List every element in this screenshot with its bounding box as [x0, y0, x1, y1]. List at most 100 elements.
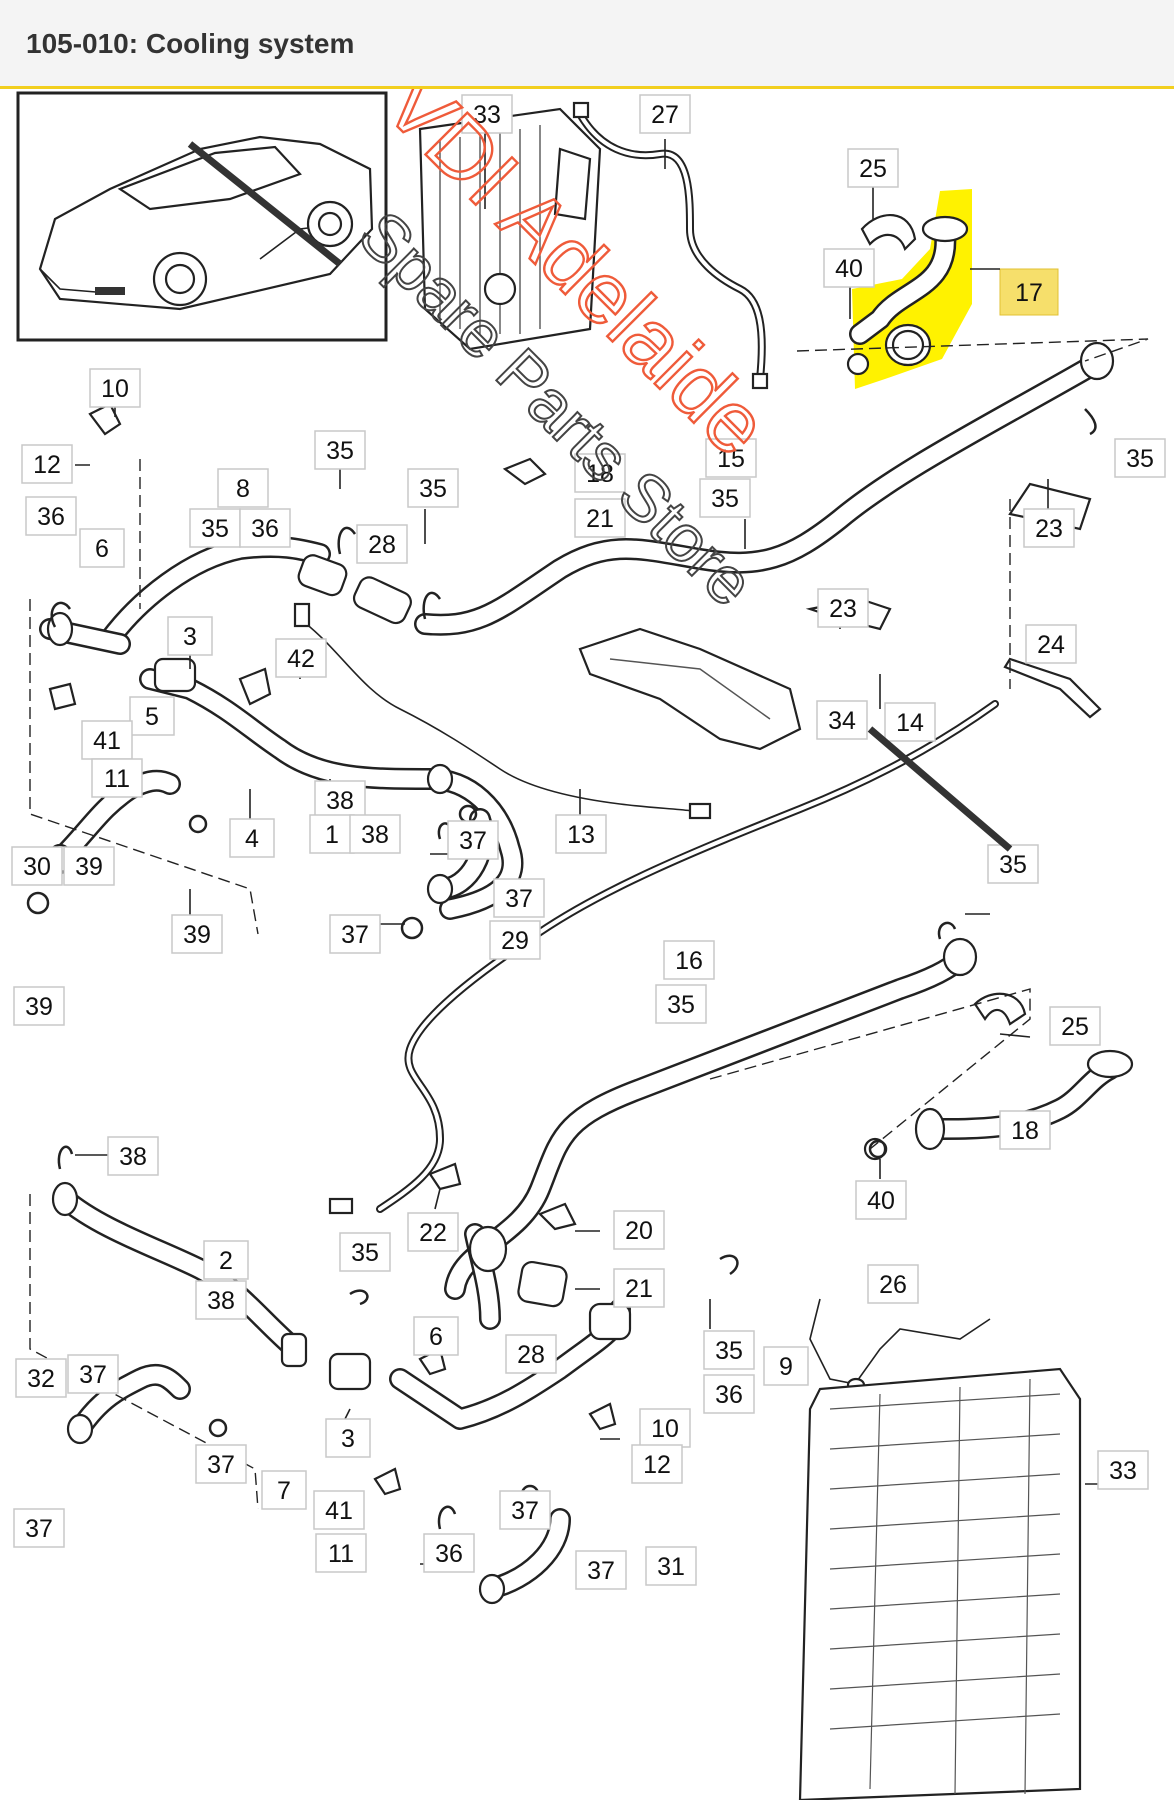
svg-text:4: 4: [245, 825, 259, 853]
callout-36-d: 36: [423, 1533, 475, 1573]
svg-text:7: 7: [277, 1477, 291, 1505]
callout-36-b: 36: [25, 496, 77, 536]
svg-text:37: 37: [341, 921, 369, 949]
callout-11-b: 11: [315, 1533, 367, 1573]
part-callouts: 33 27 25 40 17 10 12 35 8 35 36 35 18 21…: [11, 94, 1166, 1590]
svg-text:37: 37: [587, 1557, 615, 1585]
svg-text:35: 35: [351, 1239, 379, 1267]
coolant-hose-8: [39, 535, 331, 655]
svg-text:9: 9: [779, 1353, 793, 1381]
svg-text:35: 35: [715, 1337, 743, 1365]
svg-text:21: 21: [586, 505, 614, 533]
svg-text:33: 33: [473, 101, 501, 129]
svg-text:28: 28: [368, 531, 396, 559]
coolant-hose-2: [51, 1181, 308, 1368]
page-title: 105-010: Cooling system: [26, 28, 355, 59]
svg-text:13: 13: [567, 821, 595, 849]
callout-40-b: 40: [855, 1180, 907, 1220]
svg-text:27: 27: [651, 101, 679, 129]
svg-text:29: 29: [501, 927, 529, 955]
callout-35-h: 35: [339, 1232, 391, 1272]
callout-13: 13: [555, 814, 607, 854]
callout-37-a: 37: [447, 820, 499, 860]
callout-34: 34: [816, 700, 868, 740]
callout-25-top: 25: [847, 148, 899, 188]
callout-33-bottom: 33: [1097, 1450, 1149, 1490]
svg-text:38: 38: [207, 1287, 235, 1315]
sensor-cable: [572, 101, 769, 390]
callout-22: 22: [407, 1212, 459, 1252]
svg-text:1: 1: [325, 821, 339, 849]
callout-20: 20: [613, 1210, 665, 1250]
callout-39-c: 39: [13, 986, 65, 1026]
callout-18-a: 18: [574, 453, 626, 493]
coolant-pipe-15: [414, 341, 1115, 636]
svg-text:37: 37: [207, 1451, 235, 1479]
page-header: 105-010: Cooling system: [0, 0, 1174, 89]
svg-text:35: 35: [326, 437, 354, 465]
callout-18-b: 18: [999, 1110, 1051, 1150]
callout-21-b: 21: [613, 1268, 665, 1308]
svg-text:41: 41: [325, 1497, 353, 1525]
callout-11-a: 11: [91, 758, 143, 798]
callout-23-b: 23: [817, 588, 869, 628]
sensor-wire-13: [293, 602, 712, 820]
cooling-system-diagram: 33 27 25 40 17 10 12 35 8 35 36 35 18 21…: [11, 89, 1166, 1800]
svg-text:14: 14: [896, 709, 924, 737]
svg-text:37: 37: [459, 827, 487, 855]
callout-7: 7: [261, 1470, 307, 1510]
callout-8: 8: [217, 468, 269, 508]
svg-text:38: 38: [361, 821, 389, 849]
callout-32: 32: [15, 1358, 67, 1398]
svg-text:10: 10: [101, 375, 129, 403]
callout-29: 29: [489, 920, 541, 960]
svg-text:16: 16: [675, 947, 703, 975]
callout-38-d: 38: [195, 1280, 247, 1320]
callout-40-top: 40: [823, 248, 875, 288]
callout-38-c: 38: [107, 1136, 159, 1176]
svg-text:24: 24: [1037, 631, 1065, 659]
callout-37-h: 37: [575, 1550, 627, 1590]
svg-text:40: 40: [867, 1187, 895, 1215]
svg-text:21: 21: [625, 1275, 653, 1303]
callout-6-a: 6: [79, 528, 125, 568]
callout-10-top: 10: [89, 368, 141, 408]
callout-16: 16: [663, 940, 715, 980]
svg-text:32: 32: [27, 1365, 55, 1393]
svg-text:39: 39: [25, 993, 53, 1021]
svg-text:33: 33: [1109, 1457, 1137, 1485]
svg-text:15: 15: [717, 445, 745, 473]
callout-12-top: 12: [21, 444, 73, 484]
svg-text:35: 35: [711, 485, 739, 513]
svg-text:3: 3: [341, 1425, 355, 1453]
callout-15: 15: [705, 438, 757, 478]
svg-text:36: 36: [251, 515, 279, 543]
svg-text:17: 17: [1015, 279, 1043, 307]
callout-14: 14: [884, 702, 936, 742]
callout-35-b: 35: [189, 508, 241, 548]
callout-9: 9: [763, 1346, 809, 1386]
guide-lines: [29, 338, 1149, 1510]
callout-27: 27: [639, 94, 691, 134]
callout-30: 30: [11, 846, 63, 886]
callout-28-a: 28: [356, 524, 408, 564]
callout-37-e: 37: [195, 1444, 247, 1484]
callout-36-c: 36: [703, 1374, 755, 1414]
svg-text:35: 35: [1126, 445, 1154, 473]
car-overview-illustration: [16, 91, 388, 342]
svg-text:11: 11: [104, 765, 130, 793]
svg-text:39: 39: [75, 853, 103, 881]
svg-text:28: 28: [517, 1341, 545, 1369]
svg-text:39: 39: [183, 921, 211, 949]
callout-37-c: 37: [329, 914, 381, 954]
svg-text:35: 35: [667, 991, 695, 1019]
svg-text:37: 37: [79, 1361, 107, 1389]
callout-23-a: 23: [1023, 508, 1075, 548]
svg-text:26: 26: [879, 1271, 907, 1299]
callout-3-b: 3: [325, 1418, 371, 1458]
svg-text:42: 42: [287, 645, 315, 673]
callout-26: 26: [867, 1264, 919, 1304]
callout-35-d: 35: [699, 478, 751, 518]
svg-text:2: 2: [219, 1247, 233, 1275]
callout-31: 31: [645, 1546, 697, 1586]
